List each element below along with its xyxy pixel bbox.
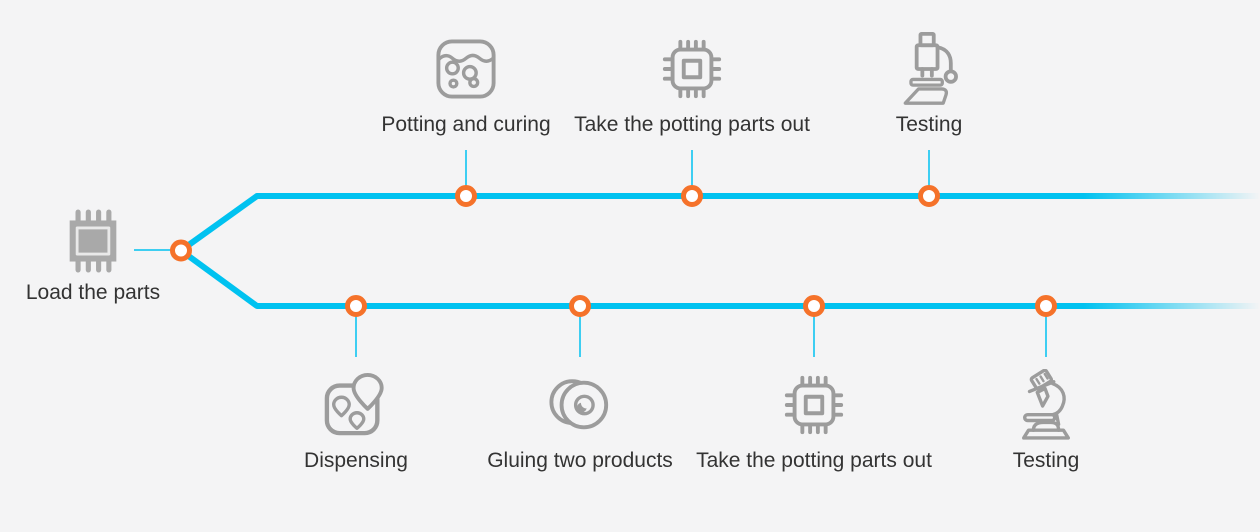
- node-top-2: [681, 185, 703, 207]
- chip-outline-icon: [784, 375, 844, 435]
- station-gluing-two-products: Gluing two products: [440, 366, 720, 474]
- node-start: [170, 239, 192, 262]
- node-top-1: [455, 185, 477, 207]
- chip-outline-icon: [662, 39, 722, 99]
- station-take-potting-parts-out-bottom: Take the potting parts out: [674, 366, 954, 474]
- icon-box: [898, 30, 960, 108]
- station-potting-and-curing: Potting and curing: [326, 30, 606, 138]
- node-bottom-2: [569, 295, 591, 317]
- chip-filled-icon: [69, 209, 117, 273]
- station-label: Gluing two products: [487, 449, 673, 472]
- station-take-potting-parts-out-top: Take the potting parts out: [552, 30, 832, 138]
- icon-box: [435, 30, 497, 108]
- station-testing-bottom: Testing: [906, 366, 1186, 474]
- icon-box: [548, 366, 612, 444]
- glued-discs-icon: [549, 379, 609, 430]
- icon-box: [1015, 366, 1077, 444]
- icon-box: [65, 206, 121, 276]
- microscope-icon: [903, 32, 958, 105]
- dispensing-icon: [324, 373, 384, 436]
- station-label: Load the parts: [25, 281, 161, 304]
- branch-line-bottom: [179, 248, 1259, 309]
- station-label: Potting and curing: [381, 113, 551, 136]
- node-bottom-1: [345, 295, 367, 317]
- icon-box: [781, 366, 847, 444]
- node-top-3: [918, 185, 940, 207]
- station-testing-top: Testing: [789, 30, 1069, 138]
- station-dispensing: Dispensing: [216, 366, 496, 474]
- node-bottom-3: [803, 295, 825, 317]
- microscope-tilted-icon: [1022, 369, 1070, 440]
- station-label: Testing: [895, 113, 963, 136]
- icon-box: [659, 30, 725, 108]
- potting-icon: [436, 39, 496, 99]
- station-load-the-parts: Load the parts: [0, 206, 193, 306]
- branch-line-top: [179, 193, 1259, 253]
- icon-box: [323, 366, 389, 444]
- station-label: Dispensing: [304, 449, 408, 472]
- node-bottom-4: [1035, 295, 1057, 317]
- station-label: Testing: [1012, 449, 1080, 472]
- station-label: Take the potting parts out: [574, 113, 810, 136]
- station-label: Take the potting parts out: [696, 449, 932, 472]
